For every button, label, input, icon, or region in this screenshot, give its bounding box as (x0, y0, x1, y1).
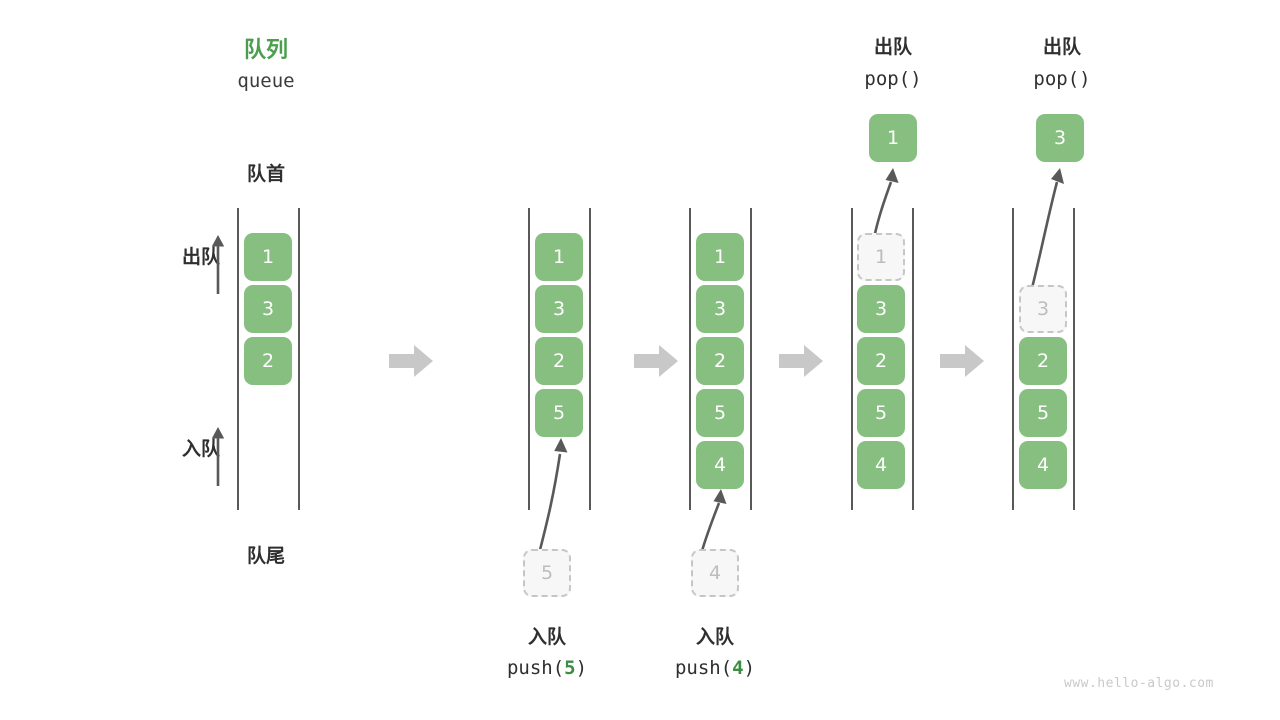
queue-cell: 1 (244, 233, 292, 281)
queue-cell: 3 (696, 285, 744, 333)
pop-caption-cn: 出队 (1042, 36, 1081, 58)
queue-cell: 2 (535, 337, 583, 385)
page-title-cn: 队列 (243, 38, 288, 63)
rear-label: 队尾 (246, 545, 285, 567)
queue-cell: 3 (857, 285, 905, 333)
queue-cell: 4 (857, 441, 905, 489)
queue-cell: 1 (696, 233, 744, 281)
queue-rail-right (912, 208, 914, 510)
queue-cell: 3 (535, 285, 583, 333)
push-caption-code-suffix: ) (575, 657, 588, 679)
popped-source-cell: 1 (857, 233, 905, 281)
queue-cell: 5 (535, 389, 583, 437)
queue-cell: 2 (244, 337, 292, 385)
push-caption-code: push(4) (635, 657, 795, 679)
popped-source-cell: 3 (1019, 285, 1067, 333)
queue-cell: 4 (696, 441, 744, 489)
pop-direction-label: 出队 (181, 246, 220, 268)
queue-cell: 5 (1019, 389, 1067, 437)
popped-cell: 1 (869, 114, 917, 162)
push-caption-code-arg: 4 (732, 657, 744, 679)
pop-arrow-icon (1010, 160, 1090, 298)
queue-rail-right (589, 208, 591, 510)
queue-rail-left (1012, 208, 1014, 510)
queue-cell: 5 (696, 389, 744, 437)
step-arrow (389, 344, 433, 378)
queue-rail-right (298, 208, 300, 510)
queue-rail-left (237, 208, 239, 510)
queue-cell: 2 (696, 337, 744, 385)
queue-rail-left (528, 208, 530, 510)
push-direction-arrow-icon (208, 424, 228, 488)
push-caption-code-prefix: push( (506, 657, 565, 679)
push-source-cell: 5 (523, 549, 571, 597)
pop-caption-code: pop() (1033, 68, 1091, 90)
push-direction-label: 入队 (181, 438, 220, 460)
pop-caption-cn: 出队 (873, 36, 912, 58)
push-arrow-icon (688, 485, 758, 553)
push-caption-code: push(5) (467, 657, 627, 679)
push-caption-code-suffix: ) (743, 657, 756, 679)
queue-cell: 4 (1019, 441, 1067, 489)
push-caption-cn: 入队 (527, 626, 566, 648)
step-arrow (940, 344, 984, 378)
queue-rail-left (851, 208, 853, 510)
push-arrow-icon (520, 430, 600, 552)
push-caption-code-arg: 5 (564, 657, 576, 679)
push-source-cell: 4 (691, 549, 739, 597)
pop-direction-arrow-icon (208, 232, 228, 296)
step-arrow (634, 344, 678, 378)
popped-cell: 3 (1036, 114, 1084, 162)
queue-cell: 3 (244, 285, 292, 333)
push-caption-code-prefix: push( (674, 657, 733, 679)
page-title-en: queue (237, 70, 295, 92)
queue-cell: 2 (1019, 337, 1067, 385)
step-arrow (779, 344, 823, 378)
queue-cell: 1 (535, 233, 583, 281)
pop-caption-code: pop() (864, 68, 922, 90)
push-caption-cn: 入队 (695, 626, 734, 648)
queue-cell: 2 (857, 337, 905, 385)
queue-rail-left (689, 208, 691, 510)
front-label: 队首 (246, 163, 285, 185)
watermark: www.hello-algo.com (1064, 676, 1214, 691)
queue-rail-right (750, 208, 752, 510)
queue-cell: 5 (857, 389, 905, 437)
queue-rail-right (1073, 208, 1075, 510)
